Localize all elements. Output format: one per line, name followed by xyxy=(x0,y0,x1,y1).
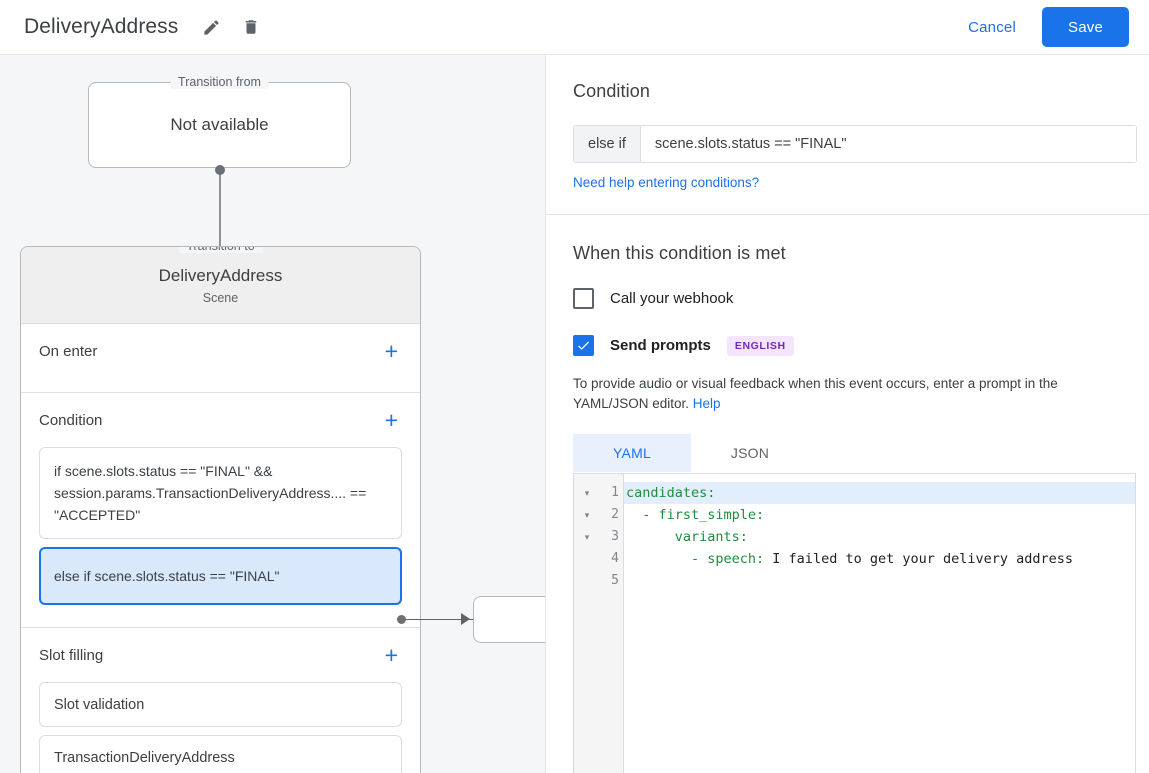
when-met-heading: When this condition is met xyxy=(573,243,786,263)
code-token-key: - first_simple: xyxy=(626,507,765,523)
transition-from-legend: Transition from xyxy=(170,75,269,89)
section-header: On enter + xyxy=(39,324,402,378)
line-number: 1 xyxy=(611,485,619,500)
transition-from-card[interactable]: Transition from Not available xyxy=(88,75,351,168)
section-title-condition: Condition xyxy=(39,411,103,429)
code-token-key: candidates: xyxy=(626,485,716,501)
tab-json[interactable]: JSON xyxy=(730,445,770,461)
condition-field-row: else if xyxy=(573,125,1137,163)
code-line[interactable]: - speech: I failed to get your delivery … xyxy=(624,548,1135,570)
condition-item[interactable]: if scene.slots.status == "FINAL" && sess… xyxy=(39,447,402,539)
condition-help-link[interactable]: Need help entering conditions? xyxy=(573,175,760,190)
webhook-label: Call your webhook xyxy=(610,290,734,307)
save-button[interactable]: Save xyxy=(1042,7,1129,47)
help-link[interactable]: Help xyxy=(692,396,721,411)
connector-arrowhead xyxy=(461,613,470,625)
editor-code-area[interactable]: candidates: - first_simple: variants: - … xyxy=(624,474,1135,773)
line-number: 3 xyxy=(611,529,619,544)
transition-to-legend: Transition to xyxy=(178,247,263,253)
code-line[interactable]: - first_simple: xyxy=(624,504,1135,526)
add-condition-button[interactable]: + xyxy=(384,406,398,433)
code-token-key: - speech: xyxy=(626,551,765,567)
slot-item[interactable]: Slot validation xyxy=(39,682,402,727)
code-token-key: variants: xyxy=(626,529,748,545)
page-title: DeliveryAddress xyxy=(24,15,179,38)
prompts-description: To provide audio or visual feedback when… xyxy=(573,374,1122,414)
send-prompts-row[interactable]: Send prompts ENGLISH xyxy=(573,335,1122,356)
condition-section: Condition else if Need help entering con… xyxy=(546,55,1149,215)
send-prompts-label: Send prompts xyxy=(610,337,711,354)
condition-type-chip[interactable]: else if xyxy=(574,126,641,162)
add-slot-button[interactable]: + xyxy=(384,641,398,668)
section-condition: Condition + if scene.slots.status == "FI… xyxy=(21,393,420,628)
section-header: Condition + xyxy=(39,393,402,447)
add-on-enter-button[interactable]: + xyxy=(384,337,398,364)
target-node-card[interactable] xyxy=(473,596,545,643)
section-title-slot-filling: Slot filling xyxy=(39,646,104,664)
fold-marker[interactable]: ▾ xyxy=(584,509,590,520)
transition-to-card: Transition to DeliveryAddress Scene On e… xyxy=(20,246,421,773)
condition-input[interactable] xyxy=(640,126,1136,162)
scene-type: Scene xyxy=(202,290,239,305)
line-number: 4 xyxy=(611,551,619,566)
fold-marker xyxy=(574,570,600,592)
when-condition-met-section: When this condition is met Call your web… xyxy=(546,215,1149,472)
webhook-row[interactable]: Call your webhook xyxy=(573,288,1122,309)
flow-canvas: Transition from Not available Transition… xyxy=(0,55,546,773)
trash-icon[interactable] xyxy=(240,16,262,38)
yaml-editor[interactable]: ▾ ▾ ▾ 1 2 3 4 5 candidates: - first_simp… xyxy=(573,473,1136,773)
fold-marker xyxy=(574,548,600,570)
code-token-text: I failed to get your delivery address xyxy=(764,551,1074,567)
code-line[interactable]: candidates: xyxy=(624,482,1135,504)
slot-item[interactable]: TransactionDeliveryAddress xyxy=(39,735,402,773)
condition-output-handle[interactable] xyxy=(397,615,406,624)
app-header: DeliveryAddress Cancel Save xyxy=(0,0,1149,55)
webhook-checkbox[interactable] xyxy=(573,288,594,309)
section-header: Slot filling + xyxy=(39,628,402,682)
section-slot-filling: Slot filling + Slot validation Transacti… xyxy=(21,628,420,773)
section-on-enter: On enter + xyxy=(21,324,420,393)
scene-header[interactable]: DeliveryAddress Scene xyxy=(21,247,420,324)
code-line[interactable]: variants: xyxy=(624,526,1135,548)
fold-marker[interactable]: ▾ xyxy=(584,487,590,498)
editor-format-tabs: YAML JSON xyxy=(573,434,1122,472)
editor-line-numbers: 1 2 3 4 5 xyxy=(600,474,624,773)
tab-yaml[interactable]: YAML xyxy=(573,434,691,472)
section-title-on-enter: On enter xyxy=(39,342,98,360)
transition-from-value: Not available xyxy=(170,115,269,134)
condition-item-selected[interactable]: else if scene.slots.status == "FINAL" xyxy=(39,547,402,605)
editor-fold-column: ▾ ▾ ▾ xyxy=(574,474,600,773)
line-number: 5 xyxy=(611,573,619,588)
scene-name: DeliveryAddress xyxy=(158,265,283,285)
fold-marker[interactable]: ▾ xyxy=(584,531,590,542)
code-line[interactable] xyxy=(624,570,1135,592)
language-badge: ENGLISH xyxy=(726,335,794,356)
pencil-icon[interactable] xyxy=(200,16,222,38)
cancel-button[interactable]: Cancel xyxy=(954,11,1030,44)
prompts-description-text: To provide audio or visual feedback when… xyxy=(573,376,1058,411)
line-number: 2 xyxy=(611,507,619,522)
connector-line xyxy=(405,619,473,620)
send-prompts-checkbox[interactable] xyxy=(573,335,594,356)
condition-heading: Condition xyxy=(573,81,650,101)
